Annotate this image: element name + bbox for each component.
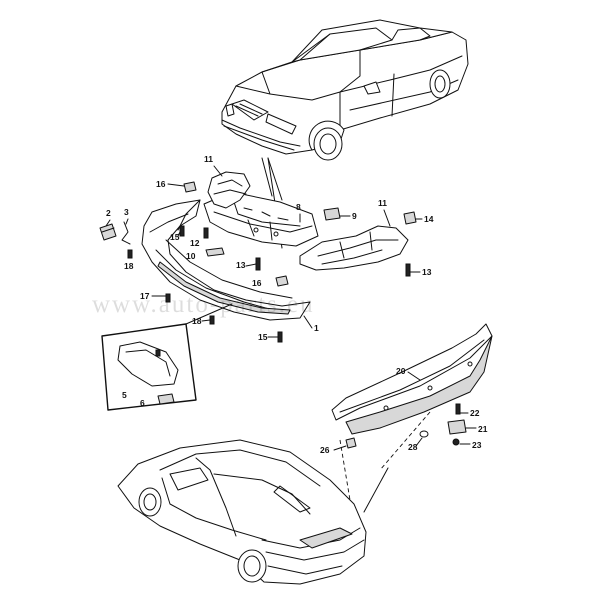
- rear-bumper-beam: [331, 323, 493, 435]
- watermark-text: www.auto-parts.eu: [92, 291, 315, 318]
- callout-label: 12: [190, 238, 200, 248]
- front-fasteners: [99, 181, 417, 343]
- callout-label: 10: [186, 251, 196, 261]
- callout-label: 22: [470, 408, 480, 418]
- rear-fasteners: [345, 403, 467, 449]
- callout-label: 28: [408, 442, 418, 452]
- callout-label: 15: [258, 332, 268, 342]
- callout-label: 11: [378, 198, 387, 208]
- callout-label: 21: [478, 424, 488, 434]
- callout-label: 16: [252, 278, 262, 288]
- callout-label: 3: [124, 207, 129, 217]
- callout-label: 20: [396, 366, 406, 376]
- callout-labels: 11 16 8 9 11 14 2 3 15 12 10 13 18 13 16…: [106, 154, 488, 455]
- front-bumper: [141, 199, 311, 321]
- callout-label: 14: [424, 214, 434, 224]
- callout-label: 15: [170, 232, 180, 242]
- callout-label: 23: [472, 440, 482, 450]
- rear-car-illustration: [117, 439, 367, 585]
- engine-undertray: [203, 191, 319, 247]
- callout-label: 13: [422, 267, 432, 277]
- callout-label: 8: [296, 202, 301, 212]
- callout-label: 18: [192, 316, 202, 326]
- detail-inset: [101, 303, 233, 411]
- callout-label: 26: [320, 445, 330, 455]
- callout-label: 16: [156, 179, 166, 189]
- front-car-illustration: [221, 19, 469, 161]
- callout-label: 1: [314, 323, 319, 333]
- right-splash-shield: [299, 225, 409, 271]
- callout-label: 17: [140, 291, 150, 301]
- callout-label: 18: [124, 261, 134, 271]
- callout-label: 5: [122, 390, 127, 400]
- callout-label: 11: [204, 154, 213, 164]
- left-splash-shield: [207, 171, 251, 209]
- callout-leaders: [105, 165, 477, 451]
- callout-label: 13: [236, 260, 246, 270]
- callout-label: 2: [106, 208, 111, 218]
- callout-label: 9: [352, 211, 357, 221]
- callout-label: 6: [140, 398, 145, 408]
